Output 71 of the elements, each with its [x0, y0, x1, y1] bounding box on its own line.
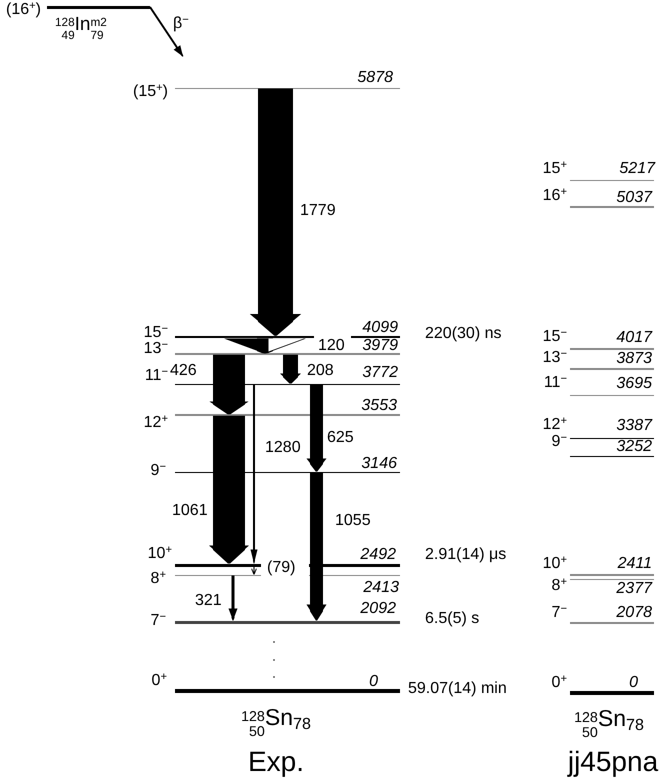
spin-parity-label: 10$^{+}$ — [542, 556, 567, 572]
transition-energy-label: 625 — [327, 431, 354, 445]
energy-label: 2078 — [616, 606, 652, 620]
transition-energy-label: 1280 — [265, 441, 301, 455]
energy-label: 4099 — [362, 321, 398, 335]
gamma-transition-arrow — [209, 354, 249, 414]
energy-label: 3695 — [616, 377, 652, 391]
gamma-transition-arrow — [306, 472, 326, 620]
energy-label: 4017 — [616, 331, 652, 345]
energy-label: 3387 — [616, 419, 652, 433]
gamma-transition-arrow — [306, 384, 326, 472]
energy-label: 3979 — [362, 339, 398, 353]
column-title: jj45pna — [568, 745, 658, 779]
spin-parity-label: 16$^{+}$ — [542, 188, 567, 204]
gamma-transition-arrow — [280, 354, 301, 384]
spin-parity-label: 0$^{+}$ — [152, 673, 167, 689]
beta-decay-arrow — [149, 6, 184, 58]
gamma-transition-arrow — [250, 88, 302, 336]
spin-parity-label: 11$^{−}$ — [544, 375, 567, 391]
spin-parity-label: 7$^{−}$ — [552, 605, 567, 621]
gamma-transition-arrow — [209, 416, 249, 564]
energy-label: 3146 — [361, 457, 397, 471]
spin-parity-label: 9$^{−}$ — [150, 463, 166, 479]
energy-label: 3252 — [616, 440, 652, 454]
half-life-label: 59.07(14) min — [408, 681, 507, 697]
energy-label: 2413 — [363, 581, 399, 595]
spin-parity-label: 15$^{+}$ — [542, 161, 567, 177]
spin-parity-label: 15$^{−}$ — [542, 329, 567, 345]
spin-parity-label: 0$^{+}$ — [552, 675, 567, 691]
transition-energy-label: 1779 — [300, 204, 336, 218]
decay-mode-label: β$^{−}$ — [173, 14, 189, 34]
spin-parity-label: 8$^{+}$ — [552, 578, 567, 594]
spin-parity-label: 10$^{+}$ — [148, 546, 172, 562]
energy-label: 5217 — [619, 162, 655, 176]
transition-energy-label: 321 — [195, 594, 222, 608]
energy-label: 2092 — [360, 602, 396, 616]
spin-parity-label: 12$^{+}$ — [144, 415, 168, 431]
energy-label: 5878 — [357, 71, 393, 85]
half-life-label: 220(30) ns — [425, 326, 502, 342]
spin-parity-label: 9$^{−}$ — [552, 434, 567, 450]
half-life-label: 2.91(14) μs — [425, 547, 506, 563]
energy-label: 3873 — [616, 352, 652, 366]
column-title: Exp. — [248, 745, 304, 779]
half-life-label: 6.5(5) s — [425, 611, 480, 627]
gamma-transition-arrow — [228, 576, 238, 620]
spin-parity-label: 15$^{−}$ — [144, 325, 168, 341]
energy-label: 0 — [629, 676, 638, 690]
gamma-transition-arrow — [224, 338, 306, 354]
transition-energy-label: 208 — [307, 364, 334, 378]
spin-parity-label: 11$^{−}$ — [144, 368, 168, 384]
energy-label: 3553 — [361, 399, 397, 413]
energy-label: 2377 — [616, 582, 652, 596]
gamma-transition-arrow — [250, 384, 258, 564]
spin-parity-label: (15$^{+}$) — [133, 84, 168, 100]
transition-energy-label: (79) — [267, 561, 296, 575]
transition-energy-label: 426 — [170, 364, 197, 378]
energy-label: 5037 — [616, 191, 652, 205]
energy-label: 2411 — [618, 557, 652, 571]
transition-energy-label: 1055 — [335, 514, 371, 528]
spin-parity-label: 13$^{−}$ — [542, 350, 567, 366]
spin-parity-label: 8$^{+}$ — [150, 571, 166, 587]
spin-parity-label: 7$^{−}$ — [150, 613, 166, 629]
energy-label: 0 — [369, 675, 378, 689]
gamma-transition-arrow — [251, 566, 257, 575]
energy-label: 2492 — [360, 548, 396, 562]
transition-energy-label: 120 — [318, 339, 345, 353]
energy-label: 3772 — [362, 366, 398, 380]
spin-parity-label: (16$^{+}$) — [6, 2, 41, 18]
transition-energy-label: 1061 — [172, 504, 208, 518]
spin-parity-label: 13$^{−}$ — [144, 341, 168, 357]
spin-parity-label: 12$^{+}$ — [542, 417, 567, 433]
